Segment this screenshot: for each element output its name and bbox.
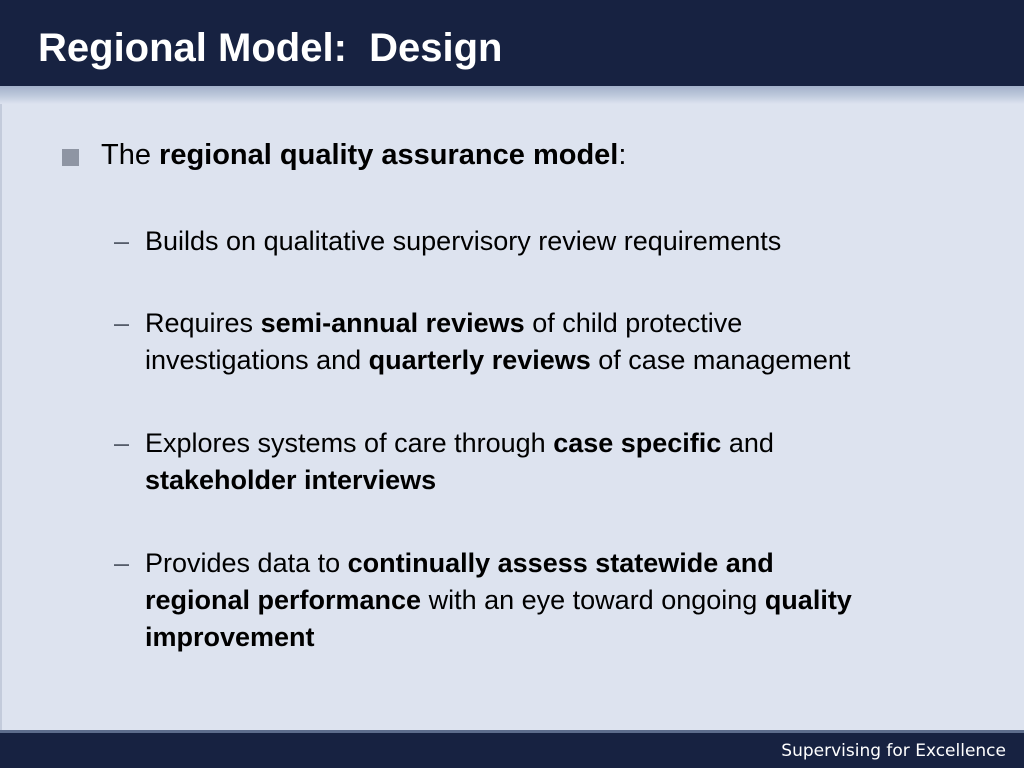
main-bullet-prefix: The xyxy=(101,139,160,171)
text-segment: and xyxy=(721,428,774,458)
text-segment: of case management xyxy=(590,345,851,375)
text-segment: Requires xyxy=(145,308,261,338)
bold-segment: improvement xyxy=(145,622,315,652)
bold-segment: stakeholder interviews xyxy=(145,465,437,495)
text-segment: of child protective xyxy=(524,308,743,338)
text-line: Requires semi-annual reviews of child pr… xyxy=(145,305,985,342)
text-segment: with an eye toward ongoing xyxy=(421,585,765,615)
sub-bullet-text: Requires semi-annual reviews of child pr… xyxy=(145,305,985,379)
bold-segment: semi-annual reviews xyxy=(260,308,525,338)
footer-text: Supervising for Excellence xyxy=(781,741,1006,761)
text-line: Builds on qualitative supervisory review… xyxy=(145,223,985,260)
left-edge-line xyxy=(0,104,2,730)
footer-bar: Supervising for Excellence xyxy=(0,730,1024,768)
slide-content: The regional quality assurance model: – … xyxy=(62,136,985,656)
bold-segment: quality xyxy=(764,585,852,615)
text-line: Provides data to continually assess stat… xyxy=(145,545,985,582)
dash-bullet-icon: – xyxy=(114,308,130,338)
dash-bullet-icon: – xyxy=(114,428,130,458)
bold-segment: case specific xyxy=(553,428,722,458)
sub-bullet-text: Provides data to continually assess stat… xyxy=(145,545,985,656)
text-line: Explores systems of care through case sp… xyxy=(145,425,985,462)
bold-segment: regional performance xyxy=(145,585,422,615)
square-bullet-icon xyxy=(62,149,79,166)
dash-bullet-icon: – xyxy=(114,226,130,256)
text-segment: Provides data to xyxy=(145,548,348,578)
text-line: stakeholder interviews xyxy=(145,462,985,499)
sub-bullet-text: Builds on qualitative supervisory review… xyxy=(145,223,985,260)
main-bullet-text: The regional quality assurance model: xyxy=(101,136,626,174)
sub-bullet-text: Explores systems of care through case sp… xyxy=(145,425,985,499)
title-bar: Regional Model: Design xyxy=(0,0,1024,86)
text-line: improvement xyxy=(145,619,985,656)
header-stripe xyxy=(0,86,1024,104)
text-segment: Explores systems of care through xyxy=(145,428,554,458)
main-bullet-suffix: : xyxy=(618,139,627,171)
text-line: investigations and quarterly reviews of … xyxy=(145,342,985,379)
text-line: regional performance with an eye toward … xyxy=(145,582,985,619)
text-segment: Builds on qualitative supervisory review… xyxy=(145,226,782,256)
slide-title: Regional Model: Design xyxy=(38,26,503,70)
text-segment: investigations and xyxy=(145,345,369,375)
main-bullet-bold: regional quality assurance model xyxy=(159,139,619,171)
bold-segment: quarterly reviews xyxy=(368,345,591,375)
dash-bullet-icon: – xyxy=(114,548,130,578)
bold-segment: continually assess statewide and xyxy=(347,548,774,578)
